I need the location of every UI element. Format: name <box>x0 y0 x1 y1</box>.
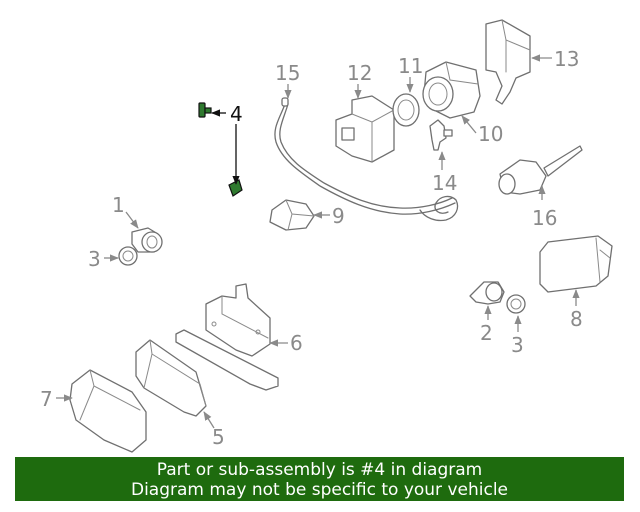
callout-10[interactable]: 10 <box>478 122 503 146</box>
callout-15[interactable]: 15 <box>275 61 300 85</box>
callout-3-right[interactable]: 3 <box>511 333 524 357</box>
part-13-module-cover <box>485 19 531 105</box>
callout-6[interactable]: 6 <box>290 331 303 355</box>
part-11-ring <box>392 93 420 127</box>
parts-diagram: 4 15 12 11 10 14 <box>40 19 613 453</box>
callout-3-left[interactable]: 3 <box>88 247 101 271</box>
part-14-connector <box>429 119 453 151</box>
callout-11[interactable]: 11 <box>398 54 423 78</box>
part-1-parking-sensor <box>131 227 163 253</box>
part-2-parking-sensor <box>469 281 505 305</box>
part-3-retainer-left <box>118 246 138 266</box>
part-8-radar-cover <box>539 235 613 293</box>
callout-8[interactable]: 8 <box>570 307 583 331</box>
part-16-temp-sensor <box>498 145 583 195</box>
callout-16[interactable]: 16 <box>532 206 557 230</box>
callout-4[interactable]: 4 <box>230 102 243 126</box>
callout-12[interactable]: 12 <box>347 61 372 85</box>
part-9-sensor <box>269 199 315 231</box>
banner-line-1: Part or sub-assembly is #4 in diagram <box>156 460 483 480</box>
leader-10 <box>461 115 477 134</box>
callout-1[interactable]: 1 <box>112 193 125 217</box>
part-6-bracket <box>175 283 279 391</box>
callout-2[interactable]: 2 <box>480 321 493 345</box>
leader-1 <box>125 211 139 229</box>
info-banner: Part or sub-assembly is #4 in diagram Di… <box>15 457 624 501</box>
part-7-radar-cover <box>69 369 147 453</box>
part-12-bracket <box>335 95 395 163</box>
callout-7[interactable]: 7 <box>40 387 53 411</box>
part-15-wire-harness <box>274 97 459 222</box>
part-5-radar-sensor <box>135 339 207 417</box>
part-3-retainer-right <box>506 294 526 314</box>
part-10-housing <box>422 61 481 119</box>
leader-5 <box>203 411 215 429</box>
callout-13[interactable]: 13 <box>554 47 579 71</box>
callout-9[interactable]: 9 <box>332 204 345 228</box>
callout-14[interactable]: 14 <box>432 171 457 195</box>
banner-line-2: Diagram may not be specific to your vehi… <box>130 480 508 500</box>
callout-5[interactable]: 5 <box>212 425 225 449</box>
